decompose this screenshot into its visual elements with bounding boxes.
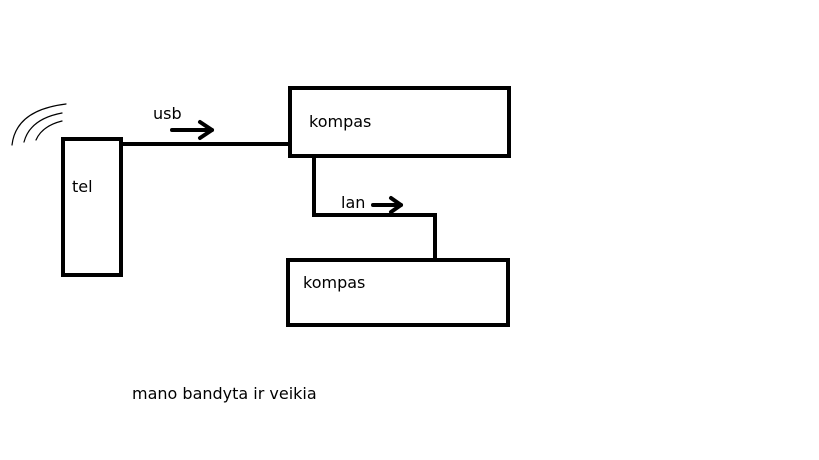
computer-node-1 [288, 86, 511, 158]
usb-arrow-icon [170, 120, 214, 140]
phone-label: tel [72, 177, 93, 196]
lan-connection-line [312, 156, 437, 262]
phone-node [61, 137, 123, 277]
usb-label: usb [153, 104, 182, 123]
wifi-signal-icon [11, 103, 67, 146]
computer-1-label: kompas [309, 112, 371, 131]
computer-node-2 [286, 258, 510, 327]
lan-arrow-icon [371, 196, 403, 214]
computer-2-label: kompas [303, 273, 365, 292]
diagram-caption: mano bandyta ir veikia [132, 384, 317, 403]
lan-label: lan [341, 193, 365, 212]
